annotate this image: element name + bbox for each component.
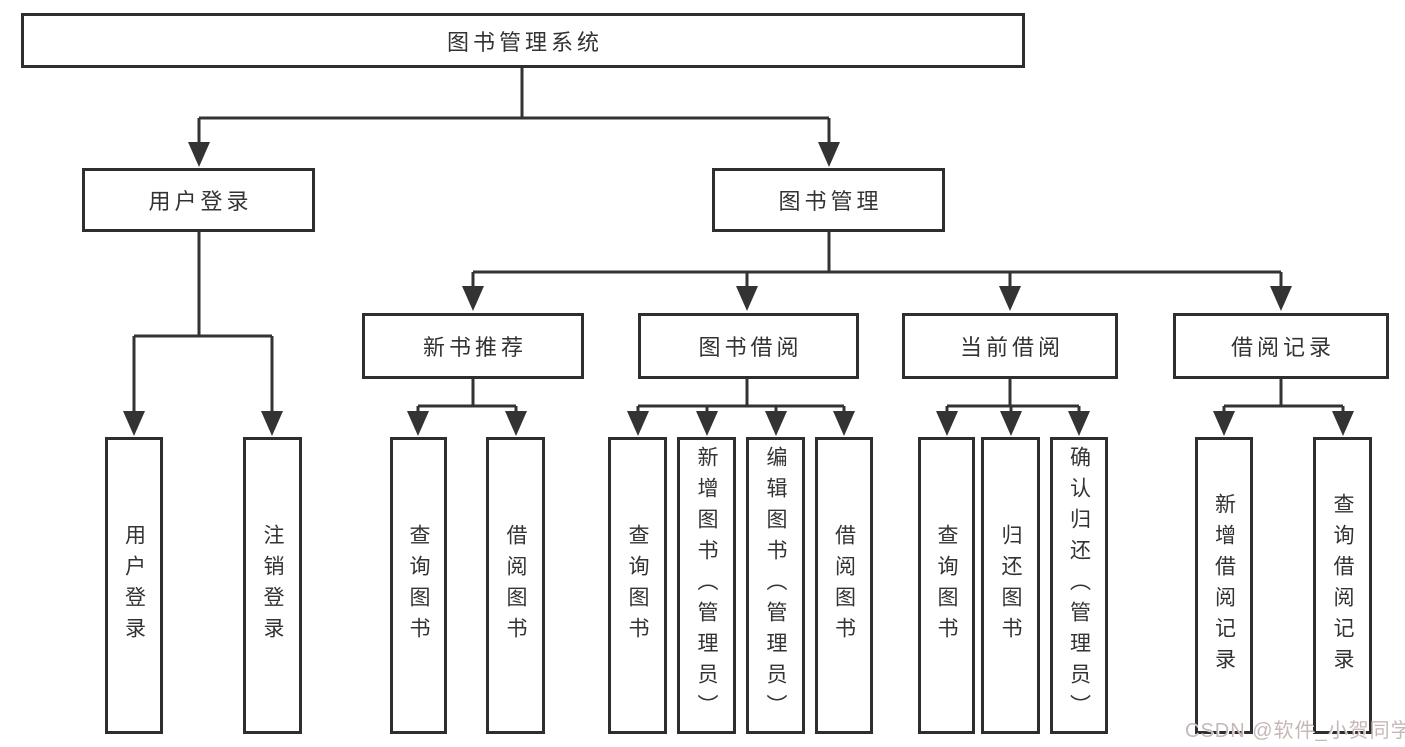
node-label: 图书管理系统 xyxy=(446,29,603,55)
node-label: 查询图书 xyxy=(935,523,958,648)
node-new-book-recommendation: 新书推荐 xyxy=(362,313,584,379)
leaf-query-books-recommend: 查询图书 xyxy=(390,437,447,734)
leaf-add-books-admin: 新增图书（管理员） xyxy=(677,437,736,734)
leaf-add-borrow-record: 新增借阅记录 xyxy=(1195,437,1253,734)
leaf-borrow-books-recommend: 借阅图书 xyxy=(486,437,545,734)
node-label: 借阅图书 xyxy=(504,523,527,648)
node-label: 注销登录 xyxy=(261,523,284,648)
node-label: 新增图书（管理员） xyxy=(695,446,718,725)
leaf-return-books: 归还图书 xyxy=(981,437,1040,734)
leaf-confirm-return-admin: 确认归还（管理员） xyxy=(1050,437,1108,734)
node-book-management: 图书管理 xyxy=(712,168,945,232)
node-label: 用户登录 xyxy=(122,523,146,648)
csdn-watermark: CSDN @软件_小贺同学 xyxy=(1185,720,1405,742)
leaf-query-borrow-record: 查询借阅记录 xyxy=(1313,437,1372,734)
leaf-user-login: 用户登录 xyxy=(105,437,163,734)
node-label: 借阅记录 xyxy=(1230,335,1335,360)
leaf-edit-books-admin: 编辑图书（管理员） xyxy=(746,437,805,734)
leaf-logout: 注销登录 xyxy=(243,437,302,734)
node-label: 查询图书 xyxy=(407,523,430,648)
node-borrowing-records: 借阅记录 xyxy=(1173,313,1389,379)
node-label: 确认归还（管理员） xyxy=(1067,446,1091,725)
node-library-management-system: 图书管理系统 xyxy=(21,13,1025,68)
node-label: 新书推荐 xyxy=(422,335,527,360)
arrowhead-icons xyxy=(123,142,1354,436)
node-label: 编辑图书（管理员） xyxy=(764,446,787,725)
node-label: 新增借阅记录 xyxy=(1212,492,1236,679)
node-label: 图书借阅 xyxy=(698,335,803,360)
node-label: 查询图书 xyxy=(626,523,649,648)
node-book-borrowing: 图书借阅 xyxy=(638,313,859,379)
node-label: 图书管理 xyxy=(778,189,883,214)
node-user-login: 用户登录 xyxy=(82,168,315,232)
node-label: 当前借阅 xyxy=(959,335,1064,360)
leaf-borrow-books: 借阅图书 xyxy=(815,437,873,734)
leaf-query-books-borrowing: 查询图书 xyxy=(608,437,667,734)
node-current-borrowing: 当前借阅 xyxy=(902,313,1118,379)
leaf-query-books-current: 查询图书 xyxy=(918,437,975,734)
node-label: 查询借阅记录 xyxy=(1331,492,1354,679)
node-label: 借阅图书 xyxy=(832,523,856,648)
node-label: 用户登录 xyxy=(148,189,253,214)
node-label: 归还图书 xyxy=(999,523,1022,648)
